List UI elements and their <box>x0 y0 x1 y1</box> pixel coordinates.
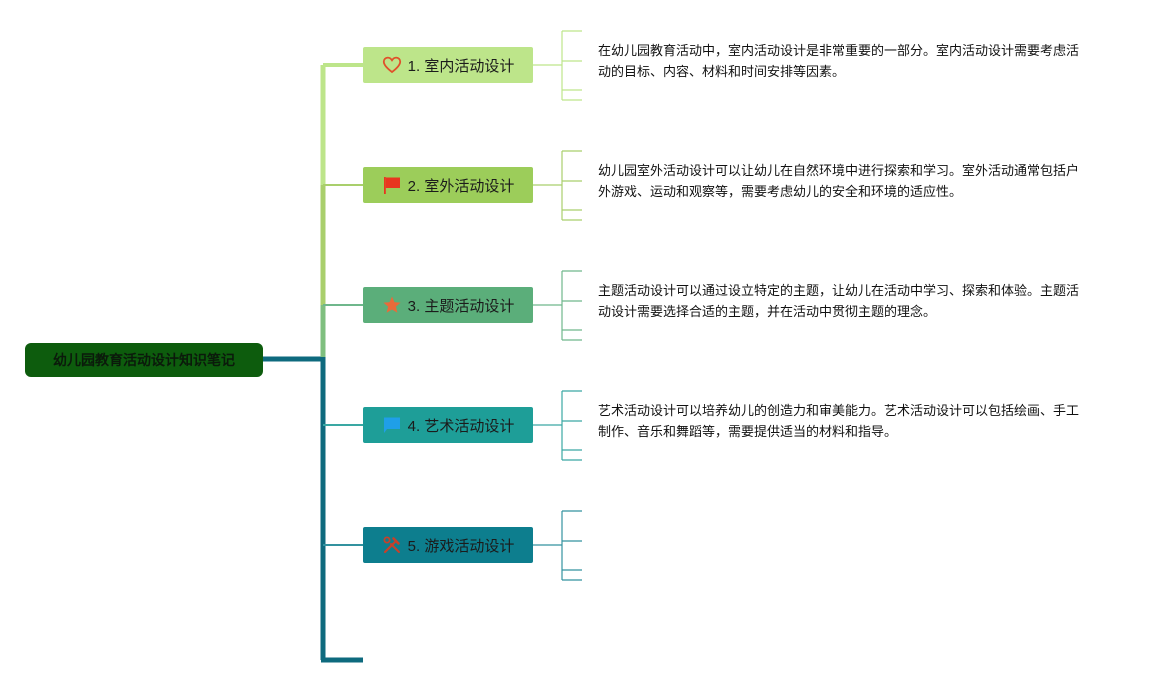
description-indoor: 在幼儿园教育活动中，室内活动设计是非常重要的一部分。室内活动设计需要考虑活动的目… <box>598 44 1080 80</box>
branch-theme-activity[interactable]: 3. 主题活动设计 <box>363 287 533 323</box>
description-art: 艺术活动设计可以培养幼儿的创造力和审美能力。艺术活动设计可以包括绘画、手工制作、… <box>598 404 1080 440</box>
star-icon <box>382 295 402 315</box>
tools-icon <box>382 535 402 555</box>
branch-game-activity[interactable]: 5. 游戏活动设计 <box>363 527 533 563</box>
branch-label: 5. 游戏活动设计 <box>407 537 515 555</box>
heart-icon <box>382 55 402 75</box>
branch-label: 1. 室内活动设计 <box>407 57 515 75</box>
description-theme: 主题活动设计可以通过设立特定的主题，让幼儿在活动中学习、探索和体验。主题活动设计… <box>598 284 1080 320</box>
branch-label: 3. 主题活动设计 <box>407 297 515 315</box>
root-topic[interactable]: 幼儿园教育活动设计知识笔记 <box>25 343 263 377</box>
branch-label: 4. 艺术活动设计 <box>407 417 515 435</box>
branch-art-activity[interactable]: 4. 艺术活动设计 <box>363 407 533 443</box>
flag-icon <box>382 175 402 195</box>
banner-flag-icon <box>382 415 402 435</box>
branch-indoor-activity[interactable]: 1. 室内活动设计 <box>363 47 533 83</box>
branch-outdoor-activity[interactable]: 2. 室外活动设计 <box>363 167 533 203</box>
root-title: 幼儿园教育活动设计知识笔记 <box>53 352 235 368</box>
description-outdoor: 幼儿园室外活动设计可以让幼儿在自然环境中进行探索和学习。室外活动通常包括户外游戏… <box>598 164 1080 200</box>
branch-label: 2. 室外活动设计 <box>407 177 515 195</box>
